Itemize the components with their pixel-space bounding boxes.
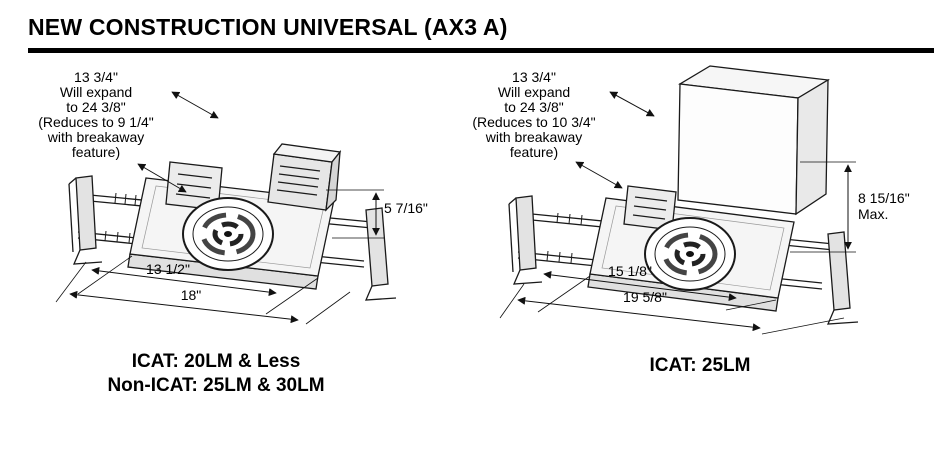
right-mounting-bracket	[826, 231, 859, 325]
dimension-lines	[55, 91, 384, 325]
caption-line: ICAT: 20LM & Less	[131, 351, 301, 372]
right-housing-drawing	[499, 65, 859, 335]
annotation-line: with breakaway	[485, 129, 583, 145]
driver-box	[623, 185, 677, 231]
left-caption: ICAT: 20LM & Less Non-ICAT: 25LM & 30LM	[20, 350, 412, 398]
annotation-line: (Reduces to 9 1/4"	[38, 114, 154, 130]
caption-line: ICAT: 25LM	[649, 355, 751, 376]
annotation-line: to 24 3/8"	[66, 99, 126, 115]
annotation-line: with breakaway	[47, 129, 145, 145]
left-housing-drawing	[55, 91, 397, 325]
page-title: NEW CONSTRUCTION UNIVERSAL (AX3 A)	[28, 14, 508, 40]
left-mounting-bracket	[508, 195, 543, 285]
annotation-line: 13 3/4"	[74, 69, 118, 85]
left-housing-figure: 13 3/4" Will expand to 24 3/8" (Reduces …	[20, 62, 460, 452]
right-expand-annotation: 13 3/4" Will expand to 24 3/8" (Reduces …	[460, 70, 608, 160]
left-inner-width-dim-label: 13 1/2"	[146, 261, 190, 277]
right-caption: ICAT: 25LM	[515, 354, 885, 378]
annotation-line: feature)	[71, 144, 121, 160]
annotation-line: to 24 3/8"	[504, 99, 564, 115]
left-expand-annotation: 13 3/4" Will expand to 24 3/8" (Reduces …	[20, 70, 172, 160]
annotation-line: 13 3/4"	[512, 69, 556, 85]
left-height-dim-label: 5 7/16"	[384, 200, 428, 216]
annotation-line: Will expand	[59, 84, 133, 100]
tall-housing-box	[677, 65, 830, 216]
right-housing-figure: 13 3/4" Will expand to 24 3/8" (Reduces …	[460, 62, 937, 452]
right-inner-width-dim-label: 15 1/8"	[608, 263, 652, 279]
annotation-line: feature)	[509, 144, 559, 160]
light-aperture	[644, 217, 736, 291]
dimension-lines	[499, 91, 856, 335]
right-mounting-bracket	[364, 207, 397, 301]
light-aperture	[182, 197, 274, 271]
caption-line: Non-ICAT: 25LM & 30LM	[107, 375, 325, 396]
right-height-dim-label: 8 15/16" Max.	[858, 190, 936, 222]
annotation-line: (Reduces to 10 3/4"	[472, 114, 596, 130]
height-dim-value: 8 15/16"	[858, 190, 910, 206]
title-block: NEW CONSTRUCTION UNIVERSAL (AX3 A)	[28, 14, 934, 53]
junction-box	[267, 143, 342, 212]
annotation-line: Will expand	[497, 84, 571, 100]
right-outer-width-dim-label: 19 5/8"	[623, 289, 667, 305]
left-outer-width-dim-label: 18"	[180, 287, 202, 303]
height-dim-note: Max.	[858, 206, 889, 222]
left-mounting-bracket	[68, 175, 103, 265]
